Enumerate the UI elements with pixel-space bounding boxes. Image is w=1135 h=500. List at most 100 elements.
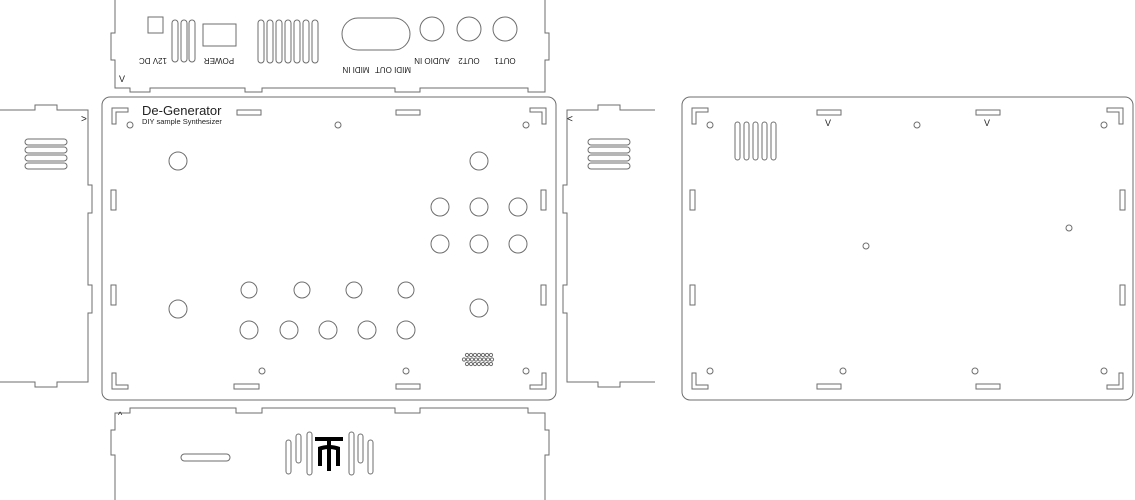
vent-slot — [180, 19, 188, 63]
bottom-plate: V V — [681, 96, 1134, 401]
tab-slot — [395, 383, 421, 390]
screw-hole — [913, 121, 921, 129]
tab-slot — [540, 189, 547, 211]
corner-bracket — [529, 372, 547, 390]
corner-bracket — [691, 372, 709, 390]
tab-slot — [689, 284, 696, 306]
right-side-outline — [562, 104, 655, 388]
vent-slot — [295, 433, 302, 464]
knob-hole — [240, 281, 258, 299]
vent-slot — [587, 162, 631, 170]
vent-slot — [293, 19, 301, 64]
tab-slot — [975, 383, 1001, 390]
knob-hole — [396, 320, 416, 340]
speaker-hole — [484, 361, 490, 367]
vent-slot — [24, 154, 68, 162]
corner-bracket — [111, 372, 129, 390]
speaker-hole — [488, 352, 494, 358]
knob-hole — [318, 320, 338, 340]
orientation-mark: V — [984, 118, 990, 128]
speaker-hole — [461, 357, 467, 362]
top-panel-outline — [101, 96, 557, 401]
speaker-hole — [484, 352, 490, 358]
screw-hole — [334, 121, 342, 129]
vent-slot — [311, 19, 319, 64]
speaker-hole — [480, 352, 486, 358]
audio-in-jack-hole — [419, 16, 445, 42]
knob-hole — [168, 299, 188, 319]
vent-slot — [348, 431, 355, 476]
left-side-panel: > — [0, 104, 93, 388]
screw-hole — [706, 121, 714, 129]
speaker-hole — [472, 361, 478, 367]
screw-hole — [258, 367, 266, 375]
tab-slot — [395, 109, 421, 116]
label-out2: OUT2 — [458, 56, 480, 65]
vent-slot — [24, 138, 68, 146]
product-title: De-Generator — [142, 103, 222, 118]
vent-slot — [302, 19, 310, 64]
tab-slot — [540, 284, 547, 306]
screw-hole — [402, 367, 410, 375]
vent-slot — [171, 19, 179, 63]
screw-hole — [862, 242, 870, 250]
speaker-hole — [468, 352, 474, 358]
label-power: POWER — [204, 56, 234, 65]
label-out1: OUT1 — [494, 56, 516, 65]
speaker-hole — [477, 357, 483, 362]
vent-slot — [770, 121, 777, 161]
speaker-hole — [481, 357, 487, 362]
corner-bracket — [1106, 372, 1124, 390]
speaker-hole — [480, 361, 486, 367]
logo — [315, 437, 343, 471]
vent-slot — [285, 439, 292, 475]
knob-hole — [469, 298, 489, 318]
label-audio-in: AUDIO IN — [414, 56, 450, 65]
tab-slot — [110, 189, 117, 211]
midi-connector-cutout — [341, 17, 411, 51]
top-panel: De-Generator DIY sample Synthesizer — [101, 96, 557, 401]
speaker-hole — [464, 361, 470, 367]
knob-hole — [168, 151, 188, 171]
corner-bracket — [691, 107, 709, 125]
speaker-hole — [489, 357, 495, 362]
orientation-mark: V — [119, 74, 125, 84]
tab-slot — [236, 109, 262, 116]
orientation-mark: V — [825, 118, 831, 128]
left-side-outline — [0, 104, 93, 388]
knob-hole — [279, 320, 299, 340]
speaker-hole — [476, 352, 482, 358]
speaker-hole — [488, 361, 494, 367]
vent-slot — [188, 19, 196, 63]
knob-hole — [469, 234, 489, 254]
vent-slot — [257, 19, 265, 64]
label-midi-out: MIDI OUT — [375, 65, 411, 74]
corner-bracket — [529, 107, 547, 125]
vent-slot — [275, 19, 283, 64]
knob-hole — [239, 320, 259, 340]
knob-hole — [508, 234, 528, 254]
label-12v-dc: 12V DC — [139, 56, 167, 65]
knob-hole — [293, 281, 311, 299]
vent-slot — [367, 439, 374, 475]
orientation-mark: < — [567, 114, 573, 125]
speaker-hole — [485, 357, 491, 362]
out2-jack-hole — [456, 16, 482, 42]
screw-hole — [1100, 367, 1108, 375]
tab-slot — [975, 109, 1001, 116]
corner-bracket — [111, 107, 129, 125]
tab-slot — [233, 383, 260, 390]
speaker-hole — [465, 357, 471, 362]
vent-slot — [587, 154, 631, 162]
orientation-mark: ^ — [118, 410, 123, 420]
knob-hole — [469, 151, 489, 171]
tab-slot — [816, 383, 842, 390]
screw-hole — [1065, 224, 1073, 232]
speaker-hole — [468, 361, 474, 367]
vent-slot — [743, 121, 750, 161]
vent-slot — [734, 121, 741, 161]
knob-hole — [397, 281, 415, 299]
back-panel: 12V DC POWER MIDI IN MIDI OUT AUDIO IN O… — [110, 0, 550, 93]
tab-slot — [1119, 284, 1126, 306]
